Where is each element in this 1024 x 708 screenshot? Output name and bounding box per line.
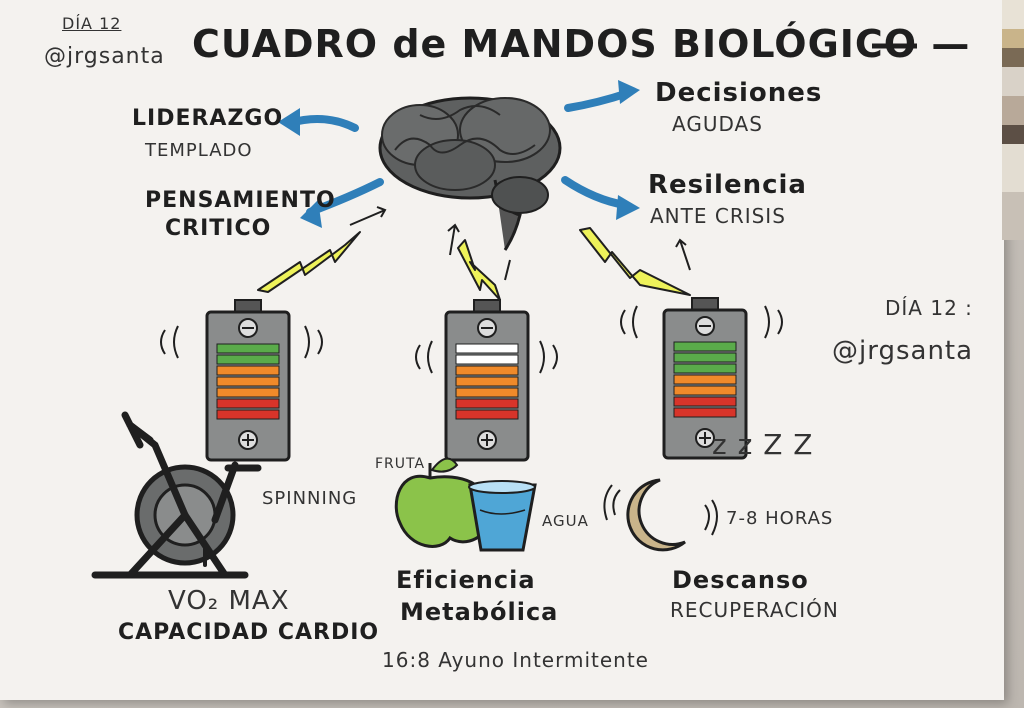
water-label: AGUA [542, 512, 589, 530]
battery-level-bar [216, 376, 280, 387]
battery-level-bar [455, 354, 519, 365]
bolt-right-icon [579, 227, 691, 296]
battery-level-bar [673, 374, 737, 385]
resilience-title: Resilencia [648, 170, 807, 200]
battery-level-bar [673, 396, 737, 407]
battery-level-bar [673, 385, 737, 396]
battery-level-bar [455, 409, 519, 420]
bolt-left-icon [257, 231, 361, 293]
critical-title-1: PENSAMIENTO [145, 188, 336, 213]
corner-handle: @jrgsanta [44, 44, 165, 69]
fruit-label: FRUTA [375, 456, 426, 472]
vo2max-label: VO₂ MAX [168, 586, 290, 616]
battery-level-bar [455, 387, 519, 398]
rest-label: Descanso [672, 566, 809, 594]
sleep-zzz: z z Z Z [712, 428, 814, 461]
battery-level-bar [216, 354, 280, 365]
metabolic-label-2: Metabólica [400, 598, 559, 626]
arrow-to-decisions-icon [564, 89, 632, 112]
battery-level-bar [455, 343, 519, 354]
recovery-label: RECUPERACIÓN [670, 598, 839, 622]
corner-day-label: DÍA 12 [62, 14, 122, 33]
brain-icon [378, 96, 562, 251]
battery-level-bar [673, 352, 737, 363]
resilience-sub: ANTE CRISIS [650, 204, 786, 228]
battery-metabolic-icon [444, 299, 530, 462]
moon-icon [603, 478, 718, 552]
decisions-title: Decisiones [655, 78, 823, 108]
signature-handle: @jrgsanta [832, 336, 974, 366]
battery-rest-icon [662, 297, 748, 460]
spin-bike-icon [91, 411, 262, 579]
signature-day: DÍA 12 : [885, 296, 973, 320]
critical-title-2: CRITICO [165, 216, 272, 241]
apple-icon [394, 457, 492, 548]
cardio-capacity-label: CAPACIDAD CARDIO [118, 620, 380, 645]
leadership-sub: TEMPLADO [145, 140, 253, 161]
bolt-center-icon [457, 239, 501, 301]
battery-level-bar [673, 341, 737, 352]
battery-level-bar [673, 363, 737, 374]
battery-cardio-icon [205, 299, 291, 462]
battery-level-bar [455, 398, 519, 409]
battery-level-bar [216, 365, 280, 376]
battery-level-bar [216, 409, 280, 420]
leadership-title: LIDERAZGO [132, 106, 284, 131]
arrow-to-resilience-icon [561, 176, 629, 209]
battery-level-bar [673, 407, 737, 418]
fasting-label: 16:8 Ayuno Intermitente [382, 648, 649, 672]
battery-level-bar [455, 365, 519, 376]
metabolic-label-1: Eficiencia [396, 566, 536, 594]
sleep-hours-label: 7-8 HORAS [726, 508, 834, 529]
color-swatch-strip [1002, 0, 1024, 240]
battery-level-bar [216, 387, 280, 398]
decisions-sub: AGUDAS [672, 112, 763, 136]
battery-level-bar [216, 398, 280, 409]
page-title: CUADRO de MANDOS BIOLÓGICO — [192, 22, 971, 66]
battery-level-bar [216, 343, 280, 354]
spinning-label: SPINNING [262, 488, 358, 509]
water-glass-icon [468, 480, 537, 552]
battery-level-bar [455, 376, 519, 387]
